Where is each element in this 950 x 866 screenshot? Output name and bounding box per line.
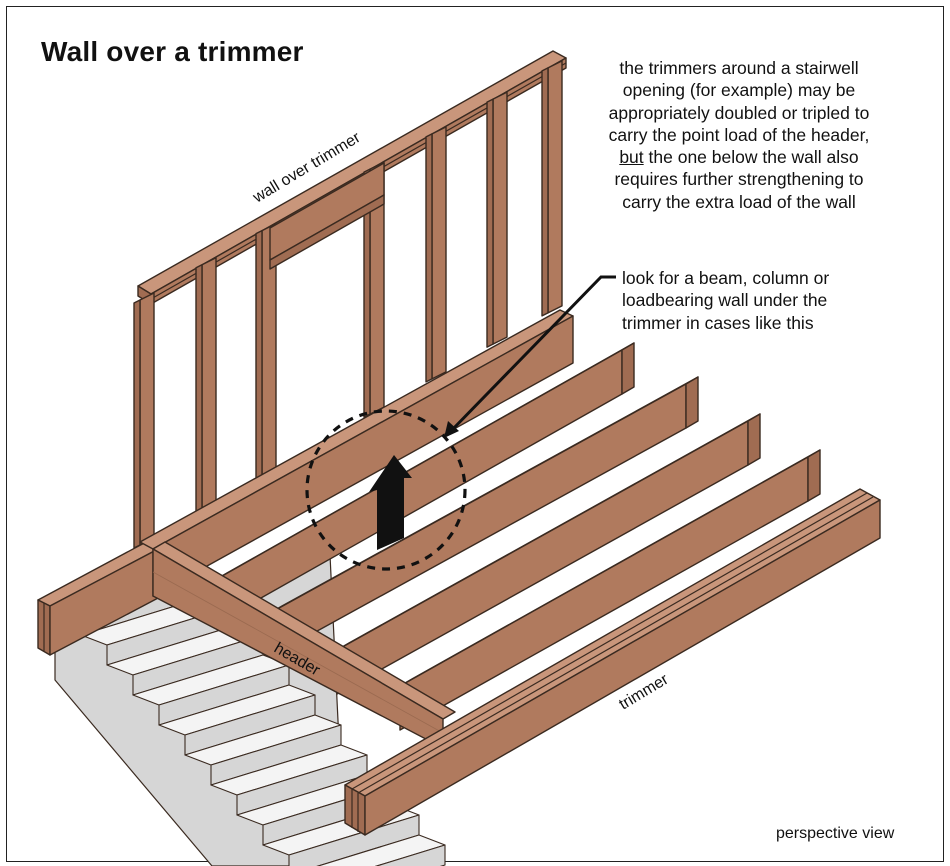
- trimmer-seam-2: [357, 496, 874, 794]
- trimmer-seam-1: [351, 492, 868, 790]
- note-text-end: the one below the wall also requires fur…: [614, 147, 864, 212]
- trimmer-face: [364, 499, 881, 836]
- leader-arrowhead: [444, 421, 459, 438]
- load-point-circle: [305, 409, 467, 571]
- up-arrow-icon: [369, 455, 412, 550]
- wall-bottom-plate: [139, 309, 574, 597]
- note-text-start: the trimmers around a stairwell opening …: [608, 58, 870, 145]
- header-shade: [152, 571, 444, 734]
- wall-stud-edge: [195, 264, 203, 514]
- callouts: [305, 275, 616, 571]
- annotation-beam-note: look for a beam, column or loadbearing w…: [622, 268, 830, 333]
- wall-stud-edge: [425, 133, 433, 383]
- wall-stud-edge: [486, 98, 494, 348]
- view-label: perspective view: [776, 825, 895, 842]
- wall-stud: [492, 91, 508, 345]
- wall-stud: [139, 292, 155, 546]
- floor-joists: [214, 342, 821, 731]
- joist-end: [621, 342, 635, 395]
- wall-stud-edge: [541, 67, 549, 317]
- note-underlined-word: but: [619, 147, 644, 168]
- wall-stud: [201, 257, 217, 511]
- wall-stud: [547, 60, 563, 314]
- page-title: Wall over a trimmer: [41, 36, 304, 67]
- wall-stud-edge: [363, 168, 371, 418]
- rim-joist: [37, 540, 161, 656]
- door-lintel-bottom: [269, 194, 385, 270]
- stair-riser: [374, 844, 446, 866]
- leader-line: [448, 275, 616, 434]
- wall-stud-edge: [255, 229, 263, 480]
- joist-end: [747, 413, 761, 466]
- header-beam: [152, 541, 456, 749]
- wall-stud: [431, 126, 447, 380]
- annotation-trimmer-note: the trimmers around a stairwell opening …: [598, 57, 880, 213]
- wall-stud-edge: [133, 299, 141, 549]
- joist-end: [685, 376, 699, 429]
- trimmer-beam: [344, 488, 881, 836]
- joist-end: [807, 449, 821, 502]
- stud-wall: [133, 50, 567, 549]
